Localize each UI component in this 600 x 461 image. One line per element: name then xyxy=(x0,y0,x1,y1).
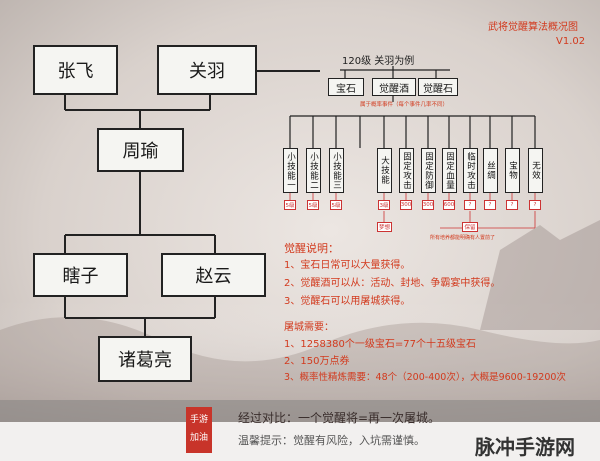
hero-box-zhaoyun: 赵云 xyxy=(161,253,266,297)
skill-box: 小技能三 xyxy=(329,148,344,193)
skill-box: 固定防御 xyxy=(421,148,436,193)
item-box-awaken-stone: 觉醒石 xyxy=(418,78,458,96)
hero-box-zhangfei: 张飞 xyxy=(33,45,118,95)
skill-value: ? xyxy=(484,200,496,210)
watermark: 脉冲手游网 xyxy=(475,435,575,459)
skill-value: ? xyxy=(464,200,476,210)
skill-value: ? xyxy=(506,200,518,210)
all-note: 所有培养都能明确有人置前了 xyxy=(430,235,496,241)
tucheng-line: 1、1258380个一级宝石=77个十五级宝石 xyxy=(284,339,477,350)
footer-tip: 温馨提示：觉醒有风险，入坑需谨慎。 xyxy=(238,434,425,447)
diagram-title: 武将觉醒算法概况图 xyxy=(488,22,578,33)
skill-box: 固定攻击 xyxy=(399,148,414,193)
awaken-line: 1、宝石日常可以大量获得。 xyxy=(284,260,411,271)
tucheng-title: 屠城需要： xyxy=(284,322,334,333)
tucheng-line: 2、150万点券 xyxy=(284,356,350,367)
version-label: V1.02 xyxy=(556,36,586,47)
skill-value: 5级 xyxy=(284,200,296,210)
skill-box: 宝物 xyxy=(505,148,520,193)
footer-compare: 经过对比：一个觉醒将=再一次屠城。 xyxy=(238,411,441,425)
skill-box: 临时攻击 xyxy=(463,148,478,193)
skill-value: 300 xyxy=(422,200,434,210)
footer-stamp: 手游 加油 xyxy=(189,415,208,443)
awaken-line: 2、觉醒酒可以从：活动、封地、争霸宴中获得。 xyxy=(284,278,501,289)
skill-box: 无效 xyxy=(528,148,543,193)
skill-box: 丝绸 xyxy=(483,148,498,193)
hero-box-xiazi: 瞎子 xyxy=(33,253,128,297)
skill-value: 3级 xyxy=(378,200,390,210)
skill-value: 600 xyxy=(443,200,455,210)
hero-box-zhouyu: 周瑜 xyxy=(97,128,184,172)
item-box-gem: 宝石 xyxy=(328,78,364,96)
skill-box: 小技能一 xyxy=(283,148,298,193)
event-note: 属于概率事件（每个事件几率不同） xyxy=(360,102,449,108)
hero-box-guanyu: 关羽 xyxy=(157,45,257,95)
tucheng-line: 3、概率性精炼需要：48个（200-400次），大概是9600-19200次 xyxy=(284,372,566,383)
temp-sub-note: 保留 xyxy=(462,222,478,232)
hero-box-zhugeliang: 诸葛亮 xyxy=(98,336,192,382)
skill-box: 固定血量 xyxy=(442,148,457,193)
awaken-line: 3、觉醒石可以用屠城获得。 xyxy=(284,296,411,307)
skill-value: 5级 xyxy=(307,200,319,210)
skill-box: 大技能 xyxy=(377,148,392,193)
skill-value: 300 xyxy=(400,200,412,210)
awaken-title: 觉醒说明： xyxy=(284,242,339,255)
skill-value: ? xyxy=(529,200,541,210)
skill-sub-note: 梦想 xyxy=(377,222,392,232)
skill-value: 5级 xyxy=(330,200,342,210)
skill-box: 小技能二 xyxy=(306,148,321,193)
example-label: 120级 关羽为例 xyxy=(342,56,415,67)
item-box-awaken-wine: 觉醒酒 xyxy=(372,78,416,96)
